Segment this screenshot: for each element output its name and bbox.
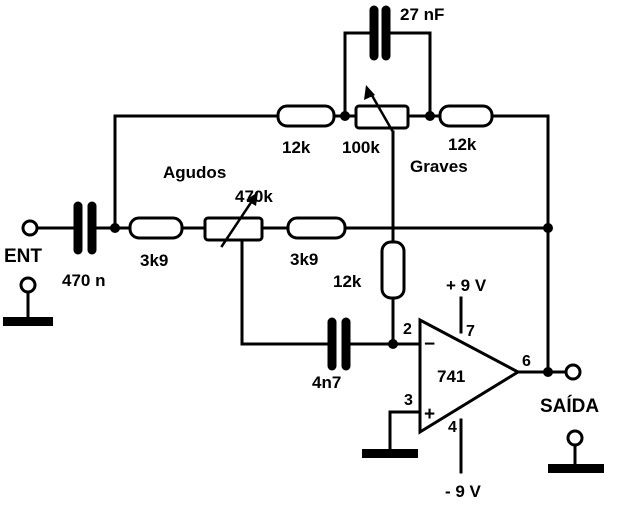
- graves-wiper-arrow: [364, 85, 395, 134]
- label-minus-9v: - 9 V: [445, 482, 482, 501]
- label-741: 741: [437, 367, 465, 386]
- junctions: [110, 111, 553, 377]
- label-12k-top-right: 12k: [448, 135, 477, 154]
- output-terminal: [564, 363, 582, 381]
- opamp-ground-bar: [362, 449, 418, 458]
- opamp-noninverting-sign: +: [424, 404, 435, 425]
- input-ground-terminal: [19, 276, 37, 294]
- label-470n: 470 n: [62, 271, 105, 290]
- label-graves: Graves: [410, 157, 468, 176]
- label-12k-vertical: 12k: [333, 272, 362, 291]
- label-12k-top-left: 12k: [282, 138, 311, 157]
- output-ground-bar: [548, 464, 604, 473]
- resistor-3k9-left: [128, 216, 184, 240]
- capacitor-27nf: [369, 5, 391, 61]
- label-pin-2: 2: [403, 321, 412, 338]
- opamp-741-triangle: [418, 317, 522, 435]
- input-terminal: [21, 219, 39, 237]
- capacitor-470n: [73, 201, 97, 255]
- pot-graves-100k: [354, 104, 410, 130]
- label-27nf: 27 nF: [400, 5, 444, 24]
- agudos-wiper-arrow: [220, 192, 258, 248]
- resistor-12k-top-left: [276, 104, 336, 128]
- label-pin-7: 7: [466, 323, 475, 340]
- label-470k: 470k: [235, 187, 273, 206]
- label-4n7: 4n7: [312, 373, 341, 392]
- resistor-3k9-right: [286, 216, 347, 240]
- output-ground-terminal: [566, 429, 584, 447]
- opamp-inverting-sign: −: [424, 334, 435, 355]
- label-ent: ENT: [4, 246, 42, 267]
- label-3k9-right: 3k9: [290, 250, 318, 269]
- label-plus-9v: + 9 V: [446, 276, 487, 295]
- label-pin-3: 3: [404, 392, 413, 409]
- label-saida: SAÍDA: [540, 395, 599, 417]
- label-3k9-left: 3k9: [140, 251, 168, 270]
- capacitor-4n7: [327, 317, 351, 371]
- label-pin-4: 4: [448, 419, 457, 436]
- label-100k: 100k: [342, 138, 380, 157]
- label-pin-6: 6: [522, 353, 531, 370]
- resistor-12k-vertical: [380, 240, 406, 300]
- label-agudos: Agudos: [163, 163, 226, 182]
- resistor-12k-top-right: [438, 104, 494, 128]
- input-ground-bar: [3, 317, 53, 326]
